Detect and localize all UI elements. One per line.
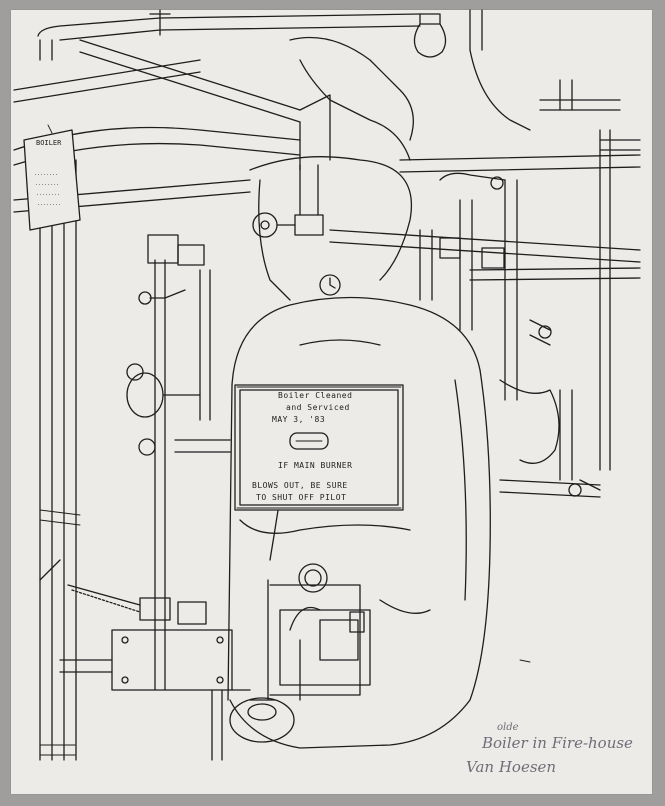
plate-line-4: IF MAIN BURNER <box>278 461 353 470</box>
plate-line-5: BLOWS OUT, BE SURE <box>252 481 348 490</box>
plate-line-3: MAY 3, '83 <box>272 415 326 424</box>
plate-line-2: and Serviced <box>286 403 350 412</box>
inscription-line-2: Van Hoesen <box>466 758 557 776</box>
control-plate-frame <box>234 384 404 511</box>
ceiling-pipes <box>13 9 641 761</box>
light-bulb-icon <box>413 13 447 58</box>
plate-line-6: TO SHUT OFF PILOT <box>256 493 347 502</box>
gas-valve-assembly <box>39 234 295 761</box>
wall-brackets <box>39 509 531 756</box>
wall-sign-title: BOILER <box>36 139 62 147</box>
wall-sign-line: ........ <box>37 201 62 207</box>
boiler-body <box>227 296 491 749</box>
wall-sign-line: ........ <box>34 171 59 177</box>
plate-line-1: Boiler Cleaned <box>278 391 353 400</box>
inscription-insert: olde <box>497 722 519 733</box>
wall-sign-board <box>23 124 81 231</box>
inscription-line-1: Boiler in Fire-house <box>482 734 633 752</box>
wall-sign-line: ........ <box>36 191 61 197</box>
wall-sign-line: ........ <box>35 181 60 187</box>
boiler-top <box>249 36 414 301</box>
burner-box <box>267 563 371 701</box>
right-manifold <box>419 172 601 497</box>
